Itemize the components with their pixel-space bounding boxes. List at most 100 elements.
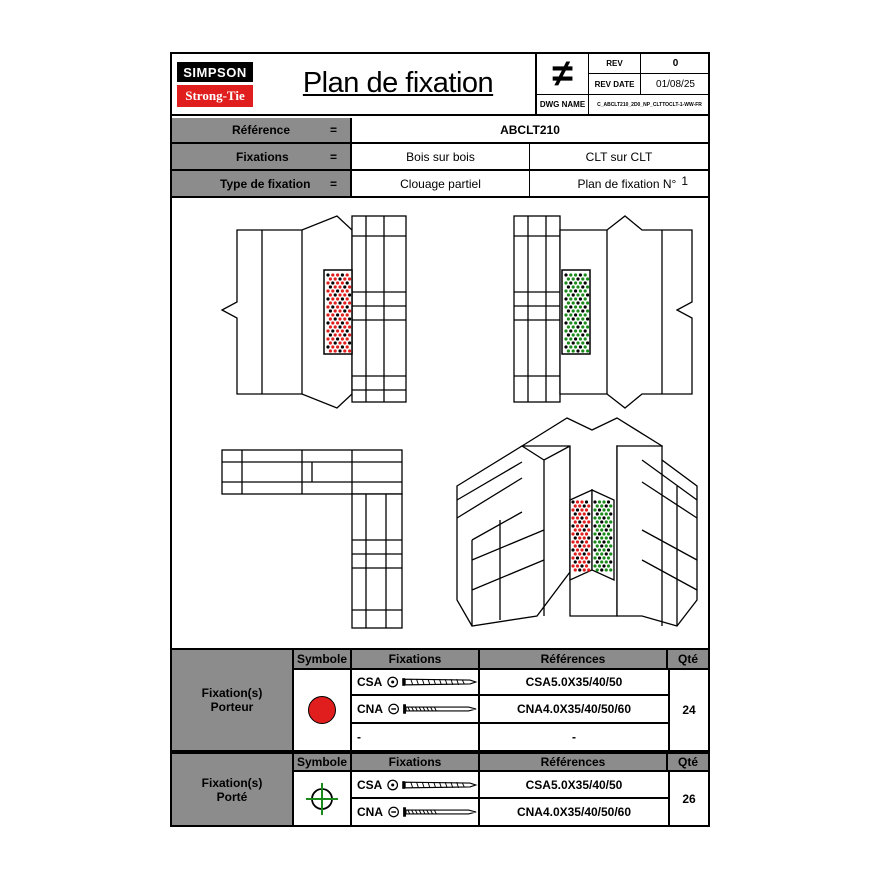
nail-dot: [338, 293, 342, 297]
nail-dot: [333, 325, 337, 329]
nail-dot: [576, 341, 580, 345]
col-references-header: Références: [480, 754, 668, 772]
rev-date-value: 01/08/25: [641, 74, 710, 95]
fixation-plan-sheet: SIMPSON Strong-Tie Plan de fixation ≠ DW…: [170, 52, 710, 827]
nail-dot: [602, 516, 606, 520]
plan-number-cell: Plan de fixation N° 1: [530, 171, 708, 198]
nail-dot: [604, 568, 608, 572]
nail-dot: [586, 301, 590, 305]
nail-dot: [574, 281, 578, 285]
nail-dot: [336, 345, 340, 349]
nail-dot: [348, 309, 352, 313]
fixations-label: Fixations =: [172, 144, 352, 171]
nail-dot: [578, 504, 582, 508]
nail-dot: [338, 309, 342, 313]
nail-dot: [587, 512, 591, 516]
nail-dot: [578, 552, 582, 556]
nail-dot: [602, 556, 606, 560]
type-value: Clouage partiel: [352, 171, 530, 198]
nail-dot: [564, 313, 568, 317]
nail-dot: [328, 333, 332, 337]
nail-dot: [604, 512, 608, 516]
reference-value: ABCLT210: [352, 118, 708, 144]
nail-dot: [606, 516, 611, 520]
nail-dot: [604, 504, 608, 508]
nail-dot: [571, 285, 575, 289]
page-title: Plan de fixation: [302, 66, 494, 99]
nail-dot: [582, 568, 586, 572]
nail-dot: [348, 301, 352, 305]
fixation-cell: CNA: [352, 799, 480, 825]
nail-dot: [348, 277, 352, 281]
nail-dot: [580, 524, 584, 528]
nail-dot: [593, 500, 597, 504]
qty-cell: 26: [668, 772, 708, 825]
nail-dot: [343, 285, 347, 289]
nail-dot: [328, 293, 332, 297]
nail-dot: [336, 297, 340, 301]
nail-dot: [336, 313, 340, 317]
nail-dot: [328, 325, 332, 329]
nail-dot: [343, 333, 347, 337]
nail-dot: [575, 516, 580, 520]
nail-dot: [580, 564, 584, 568]
nail-dot: [609, 512, 613, 516]
nail-dot: [336, 329, 340, 333]
nail-dot: [564, 281, 568, 285]
nail-dot: [597, 548, 602, 552]
symbol-cell: [294, 670, 352, 750]
nail-dot: [566, 325, 570, 329]
nail-dot: [331, 337, 335, 341]
nail-dot: [606, 532, 611, 536]
nail-dot: [604, 544, 608, 548]
nail-dot: [345, 289, 349, 293]
nail-dot: [578, 273, 582, 277]
table-row: - -: [352, 724, 668, 750]
nail-dot: [576, 301, 580, 305]
nail-dot: [593, 556, 597, 560]
nail-dot: [569, 329, 573, 333]
nail-dot: [583, 313, 587, 317]
nail-dot: [331, 329, 335, 333]
table-row: CSA CSA5.0X35/40/50: [352, 670, 668, 696]
nail-dot: [571, 540, 575, 544]
nail-dot: [597, 508, 602, 512]
porteur-nail-pattern-iso: [571, 500, 591, 572]
reference-label-text: Référence: [232, 123, 291, 137]
nail-dot: [573, 568, 577, 572]
nail-dot: [340, 297, 344, 301]
nail-dot: [574, 329, 578, 333]
nail-dot: [582, 512, 586, 516]
nail-dot: [578, 337, 582, 341]
nail-dot: [574, 297, 578, 301]
nail-dot: [600, 552, 604, 556]
nail-dot: [333, 349, 337, 353]
nail-dot: [580, 532, 584, 536]
nail-dot: [581, 325, 585, 329]
nail-dot: [574, 273, 578, 277]
fixations-value-2: CLT sur CLT: [530, 144, 708, 171]
nail-dot: [574, 345, 578, 349]
nail-dot: [336, 281, 340, 285]
nail-dot: [587, 536, 591, 540]
nail-dot: [583, 281, 587, 285]
col-fixations-header: Fixations: [352, 754, 480, 772]
nail-dot: [581, 333, 585, 337]
plan-view-l-shape: [221, 449, 403, 629]
not-equal-icon: ≠: [537, 54, 589, 95]
nail-dot: [602, 548, 606, 552]
nail-dot: [326, 345, 330, 349]
nail-dot: [606, 540, 611, 544]
nail-dot: [602, 564, 606, 568]
nail-dot: [331, 345, 335, 349]
nail-dot: [326, 273, 330, 277]
nail-dot: [575, 540, 580, 544]
nail-dot: [578, 329, 582, 333]
nail-dot: [569, 321, 573, 325]
nail-dot: [584, 548, 589, 552]
nail-dot: [583, 297, 587, 301]
nail-dot: [566, 333, 570, 337]
nail-dot: [571, 349, 575, 353]
nail-dot: [578, 321, 582, 325]
nail-dot: [333, 333, 337, 337]
